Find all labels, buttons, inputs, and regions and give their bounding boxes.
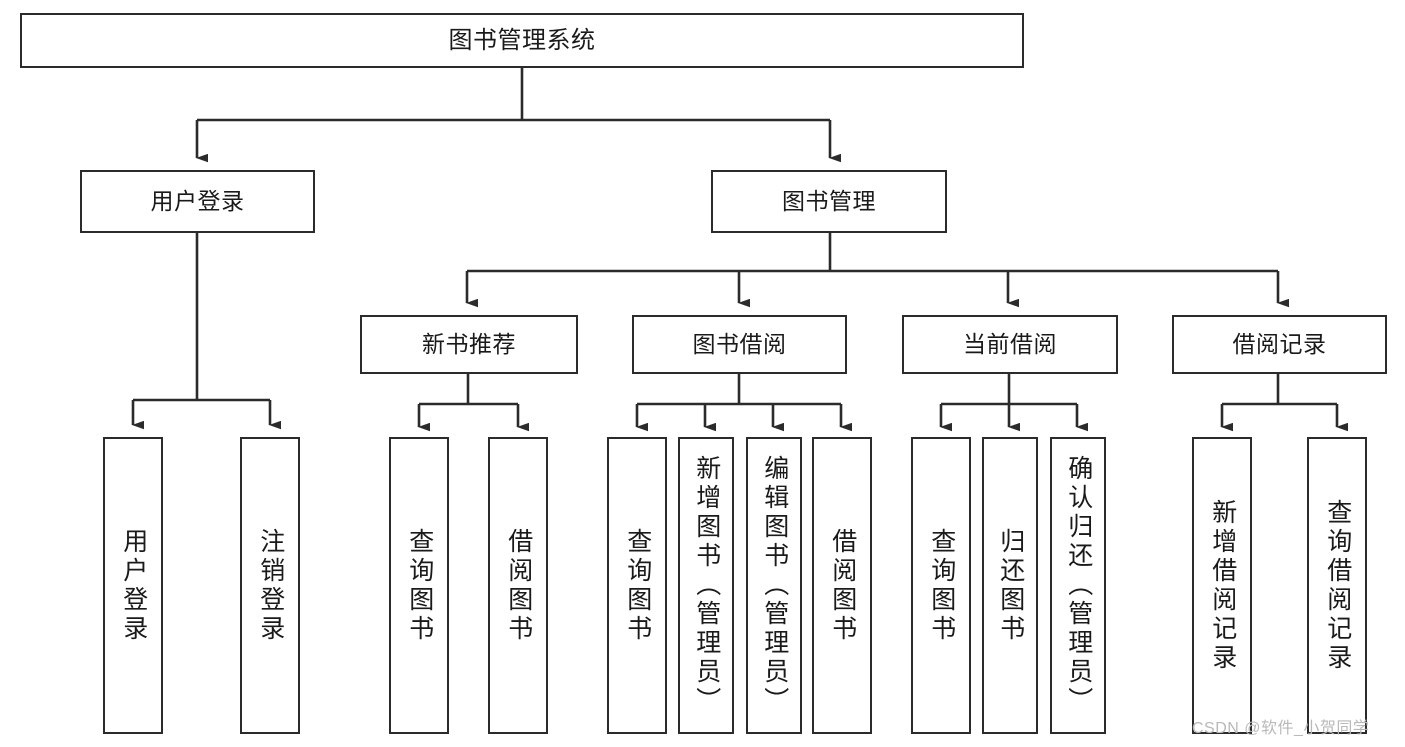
node-label: 借阅图书 — [504, 527, 533, 644]
node-label: 用户登录 — [150, 188, 245, 215]
node-label: 新书推荐 — [422, 331, 516, 358]
node-current-borrow[interactable]: 当前借阅 — [902, 315, 1118, 374]
leaf-query-book-2[interactable]: 查询图书 — [607, 437, 667, 734]
leaf-borrow-book-2[interactable]: 借阅图书 — [812, 437, 872, 734]
node-book-manage[interactable]: 图书管理 — [711, 170, 947, 233]
node-label: 图书借阅 — [692, 331, 787, 358]
node-user-login[interactable]: 用户登录 — [80, 170, 315, 233]
leaf-logout[interactable]: 注销登录 — [240, 437, 300, 734]
node-label: 新增借阅记录 — [1208, 498, 1237, 673]
leaf-return-book[interactable]: 归还图书 — [982, 437, 1038, 734]
leaf-add-book[interactable]: 新增图书（管理员） — [678, 437, 734, 734]
leaf-add-record[interactable]: 新增借阅记录 — [1192, 437, 1252, 734]
node-label: 查询图书 — [927, 527, 956, 644]
leaf-query-book-1[interactable]: 查询图书 — [389, 437, 449, 734]
node-label: 新增图书（管理员） — [692, 455, 721, 716]
node-new-book-rec[interactable]: 新书推荐 — [360, 315, 578, 374]
node-label: 图书管理系统 — [448, 26, 596, 54]
leaf-edit-book[interactable]: 编辑图书（管理员） — [746, 437, 802, 734]
leaf-user-login[interactable]: 用户登录 — [103, 437, 163, 734]
leaf-query-book-3[interactable]: 查询图书 — [911, 437, 971, 734]
node-label: 查询图书 — [405, 527, 434, 644]
node-label: 归还图书 — [996, 527, 1025, 644]
node-root-system[interactable]: 图书管理系统 — [20, 13, 1024, 68]
node-label: 查询图书 — [623, 527, 652, 644]
watermark-text: CSDN @软件_小贺同学 — [1192, 720, 1370, 737]
node-label: 查询借阅记录 — [1323, 498, 1352, 673]
node-borrow-record[interactable]: 借阅记录 — [1172, 315, 1387, 374]
leaf-confirm-return[interactable]: 确认归还（管理员） — [1050, 437, 1106, 734]
node-label: 借阅记录 — [1232, 331, 1327, 358]
node-label: 确认归还（管理员） — [1064, 455, 1093, 716]
leaf-borrow-book-1[interactable]: 借阅图书 — [488, 437, 548, 734]
node-label: 图书管理 — [782, 188, 876, 215]
node-label: 当前借阅 — [963, 331, 1057, 358]
node-label: 注销登录 — [256, 527, 285, 644]
node-label: 编辑图书（管理员） — [760, 455, 789, 716]
node-book-borrow[interactable]: 图书借阅 — [632, 315, 847, 374]
node-label: 借阅图书 — [828, 527, 857, 644]
leaf-query-record[interactable]: 查询借阅记录 — [1307, 437, 1367, 734]
node-label: 用户登录 — [119, 527, 148, 644]
